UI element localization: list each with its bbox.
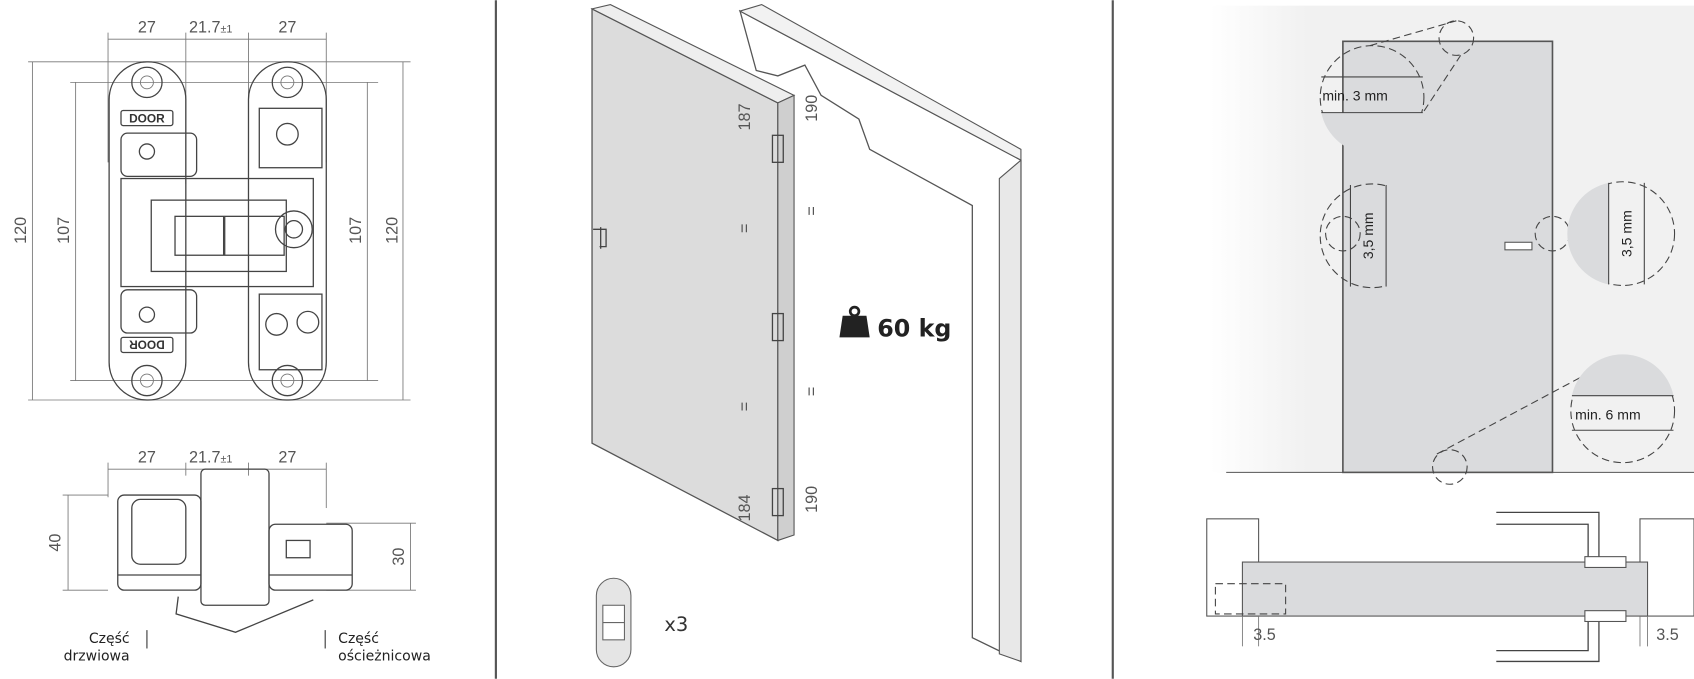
equal-mark: =: [803, 387, 821, 396]
dim-frame-part-height: 30: [390, 548, 408, 566]
equal-mark: =: [736, 402, 754, 411]
dim-gap: 21.7±1: [189, 19, 232, 37]
door-part-label-1: Część: [89, 631, 130, 647]
dim-top-door: 187: [736, 103, 754, 130]
brand-mark: DOOR: [129, 111, 165, 125]
right-gap-label: 3,5 mm: [1618, 210, 1634, 257]
weight-icon: [839, 305, 870, 338]
dim-top-gap: 21.7±1: [189, 449, 232, 467]
dim-leaf-width-right: 27: [278, 19, 296, 37]
frame-part-label-1: Część: [338, 631, 379, 647]
dim-height-outer-right: 120: [384, 217, 402, 244]
hinge-quantity: x3: [664, 613, 688, 636]
hinge-icon: [595, 577, 632, 668]
dim-door-part-height: 40: [47, 534, 65, 552]
bottom-gap-label: min. 6 mm: [1575, 406, 1640, 422]
equal-mark: =: [803, 206, 821, 215]
dim-top-left: 27: [138, 449, 156, 467]
door-leaf: [108, 61, 187, 401]
dim-leaf-width-left: 27: [138, 19, 156, 37]
dim-top-frame: 190: [803, 95, 821, 122]
door-isometric-view: 187 190 184 190 = = = = 60 kg x3: [590, 4, 1022, 668]
section-gap-left: 3.5: [1253, 626, 1276, 644]
dim-bottom-frame: 190: [803, 486, 821, 513]
top-gap-label: min. 3 mm: [1322, 88, 1387, 104]
hinge-top-view: 27 21.7±1 27 40 30 Część drzwiowa Część …: [47, 449, 431, 665]
hinge-front-view: 27 21.7±1 27 120 107 107 120 DOOR DOOR: [12, 19, 411, 401]
dim-top-right: 27: [278, 449, 296, 467]
brand-mark-inverted: DOOR: [129, 338, 165, 352]
left-gap-label: 3,5 mm: [1360, 212, 1376, 259]
section-gap-right: 3.5: [1656, 626, 1679, 644]
dim-height-inner-left: 107: [55, 217, 73, 244]
load-capacity: 60 kg: [877, 314, 951, 342]
door-part-label-2: drzwiowa: [64, 648, 130, 664]
dim-height-inner-right: 107: [347, 217, 365, 244]
dim-height-outer-left: 120: [12, 217, 30, 244]
frame-part-label-2: ościeżnicowa: [338, 648, 431, 664]
equal-mark: =: [736, 223, 754, 232]
frame-leaf: [247, 61, 327, 401]
door-clearance-view: min. 3 mm 3,5 mm 3,5 mm min. 6 mm 3.5 3.…: [1206, 5, 1694, 663]
dim-bottom-door: 184: [736, 495, 754, 522]
